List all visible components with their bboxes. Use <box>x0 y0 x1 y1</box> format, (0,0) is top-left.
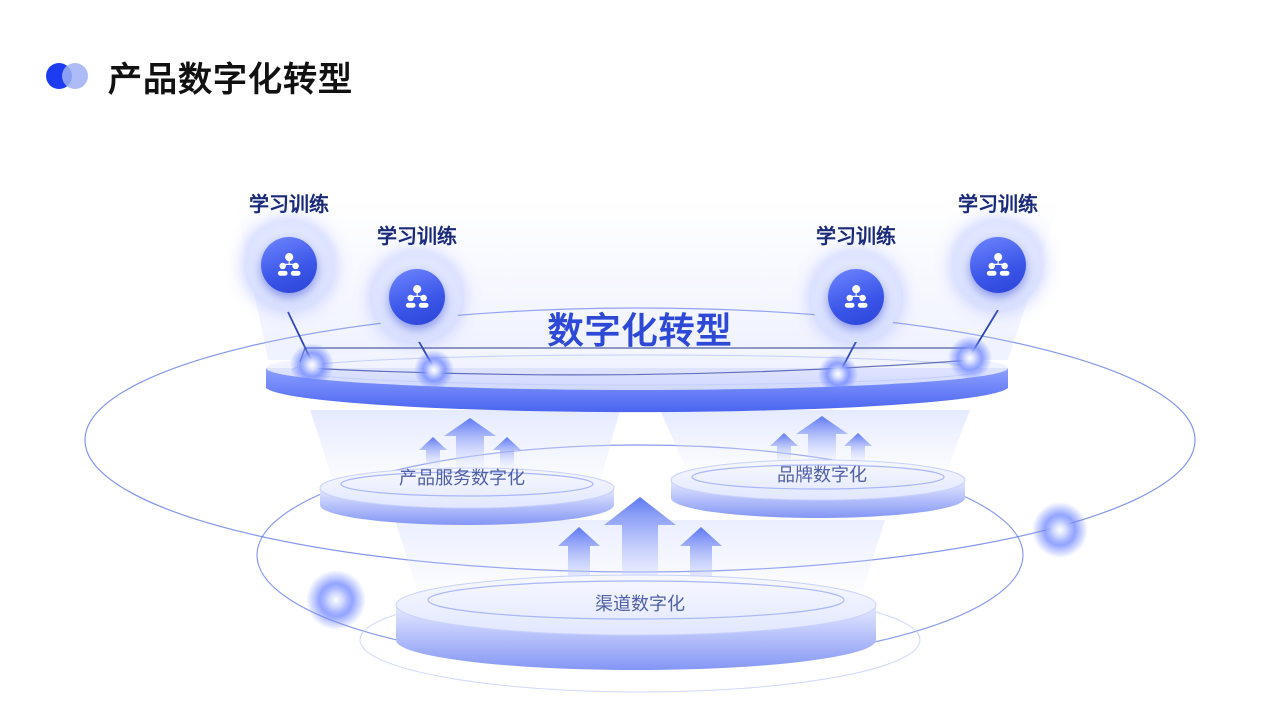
platform-brand <box>670 459 966 518</box>
tag-avatar-3[interactable] <box>811 252 901 342</box>
tag-label-3: 学习训练 <box>816 224 896 248</box>
platform-label-product-service: 产品服务数字化 <box>399 468 525 489</box>
tag-label-4: 学习训练 <box>958 192 1038 216</box>
glow-node-5 <box>1032 502 1088 558</box>
title-dots-icon <box>46 63 90 89</box>
header: 产品数字化转型 <box>46 52 353 100</box>
arrows-right <box>770 416 872 462</box>
arrows-left <box>419 418 521 468</box>
top-platform <box>266 346 1008 413</box>
glow-node-3 <box>818 354 858 394</box>
team-people-icon <box>844 284 868 308</box>
glow-node-1 <box>290 343 334 387</box>
glow-node-4 <box>948 336 992 380</box>
arrows-bottom <box>558 497 722 590</box>
platform-label-brand: 品牌数字化 <box>777 465 867 486</box>
platform-channel <box>395 574 877 670</box>
glow-node-2 <box>414 350 454 390</box>
team-people-icon <box>986 252 1010 276</box>
platform-label-channel: 渠道数字化 <box>595 594 685 615</box>
team-people-icon <box>277 252 301 276</box>
center-title: 数字化转型 <box>547 311 733 352</box>
platform-product-service <box>319 467 615 525</box>
tag-avatar-2[interactable] <box>372 252 462 342</box>
tag-label-2: 学习训练 <box>377 224 457 248</box>
glow-node-6 <box>306 570 366 630</box>
team-people-icon <box>405 284 429 308</box>
tag-avatar-1[interactable] <box>244 220 334 310</box>
page-title: 产品数字化转型 <box>108 59 353 100</box>
glow-nodes <box>290 336 1088 630</box>
tag-label-1: 学习训练 <box>249 192 329 216</box>
tag-avatar-4[interactable] <box>953 220 1043 310</box>
